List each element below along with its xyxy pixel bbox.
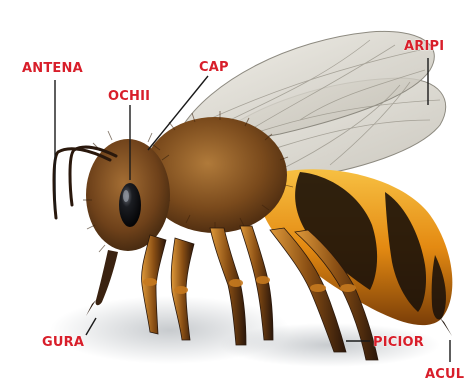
label-picior: PICIOR bbox=[373, 335, 424, 350]
label-aripi: ARIPI bbox=[404, 39, 444, 54]
mouthparts bbox=[96, 250, 118, 305]
stinger bbox=[440, 318, 452, 336]
label-acul: ACUL bbox=[425, 367, 464, 382]
label-antena: ANTENA bbox=[22, 61, 83, 76]
label-cap: CAP bbox=[199, 60, 229, 75]
label-ochii: OCHII bbox=[108, 89, 150, 104]
compound-eye bbox=[119, 183, 141, 227]
label-gura: GURA bbox=[42, 335, 84, 350]
